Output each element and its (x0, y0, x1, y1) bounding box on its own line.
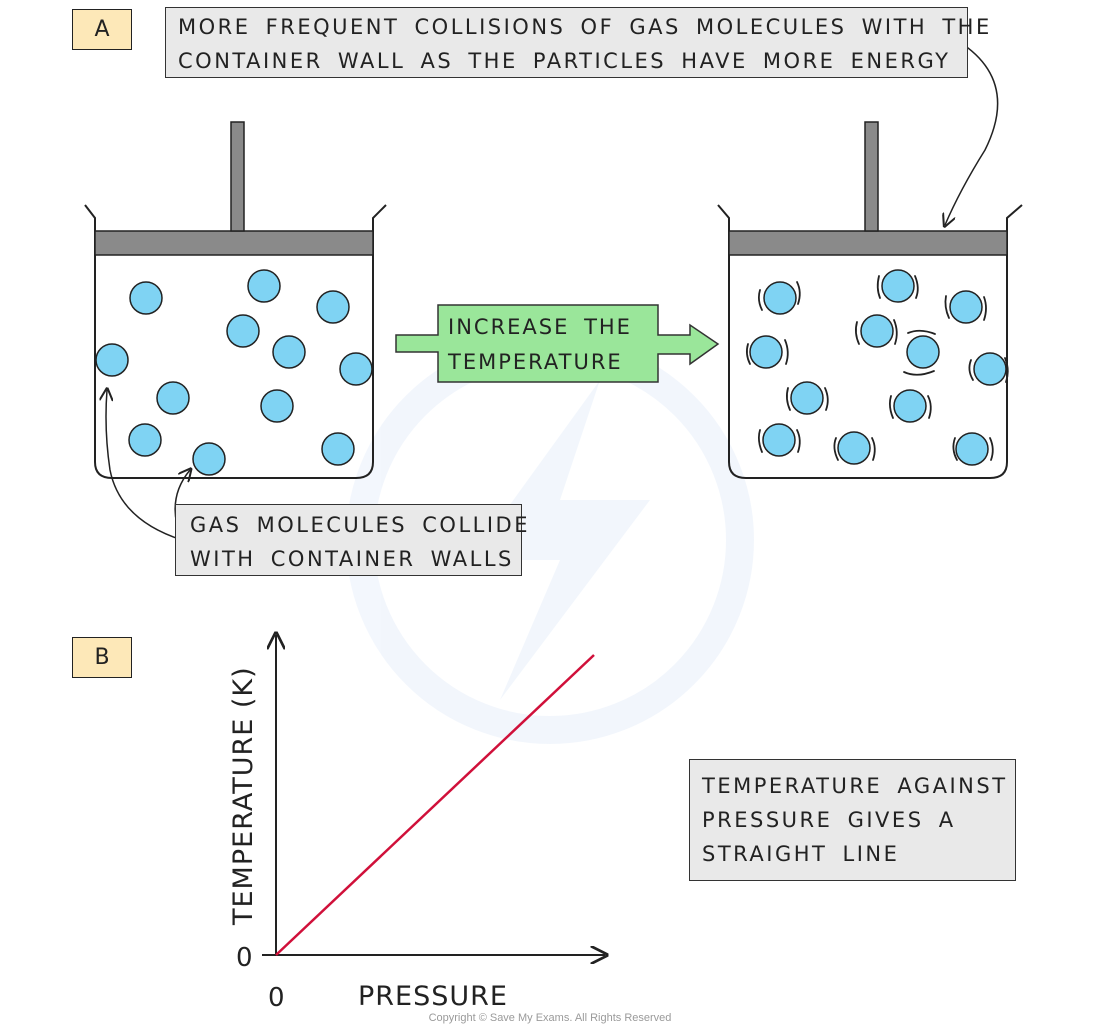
molecule (95, 343, 129, 377)
arrow-label: INCREASE THE TEMPERATURE (448, 310, 632, 380)
molecule (949, 290, 983, 324)
right-molecules (749, 269, 1007, 466)
molecule (192, 442, 226, 476)
graph-note-line3: STRAIGHT LINE (702, 842, 900, 866)
data-line (275, 654, 595, 956)
collide-callout: GAS MOLECULES COLLIDE WITH CONTAINER WAL… (175, 504, 530, 576)
molecule (893, 389, 927, 423)
graph-note: TEMPERATURE AGAINST PRESSURE GIVES A STR… (689, 759, 1016, 881)
molecule (128, 423, 162, 457)
section-tag-b-text: B (94, 645, 110, 670)
molecule (955, 432, 989, 466)
left-container (84, 121, 387, 479)
molecule (156, 381, 190, 415)
section-tag-a-text: A (94, 17, 110, 42)
molecule (321, 432, 355, 466)
molecule (129, 281, 163, 315)
x-origin-label: 0 (268, 983, 285, 1013)
molecule (316, 290, 350, 324)
increase-temperature-arrow (395, 304, 720, 383)
copyright-text: Copyright © Save My Exams. All Rights Re… (428, 1012, 672, 1024)
collide-callout-line1: GAS MOLECULES COLLIDE (190, 513, 530, 537)
left-molecules (95, 269, 373, 476)
right-piston-plate (728, 230, 1008, 256)
molecule (906, 335, 940, 369)
section-tag-a: A (72, 9, 132, 50)
y-origin-label: 0 (236, 943, 253, 973)
molecule (226, 314, 260, 348)
top-callout-line1: MORE FREQUENT COLLISIONS OF GAS MOLECULE… (178, 15, 992, 39)
molecule (749, 335, 783, 369)
motion-marks (745, 275, 1009, 461)
y-axis-label: TEMPERATURE (K) (228, 666, 259, 926)
top-callout-line2: CONTAINER WALL AS THE PARTICLES HAVE MOR… (178, 49, 951, 73)
collide-callout-line2: WITH CONTAINER WALLS (190, 547, 514, 571)
top-callout: MORE FREQUENT COLLISIONS OF GAS MOLECULE… (165, 7, 992, 78)
molecule (339, 352, 373, 386)
arrow-label-line1: INCREASE THE (448, 315, 632, 339)
right-piston-rod (864, 121, 879, 232)
molecule (973, 352, 1007, 386)
molecule (881, 269, 915, 303)
graph-note-line2: PRESSURE GIVES A (702, 808, 956, 832)
molecule (260, 389, 294, 423)
molecule (860, 314, 894, 348)
section-tag-b: B (72, 637, 132, 678)
molecule (272, 335, 306, 369)
arrow-label-line2: TEMPERATURE (448, 350, 623, 374)
x-axis-label: PRESSURE (358, 981, 508, 1012)
molecule (762, 423, 796, 457)
molecule (763, 281, 797, 315)
graph: PRESSURE TEMPERATURE (K) 0 0 (228, 635, 605, 1013)
left-piston-rod (230, 121, 245, 232)
right-container (717, 121, 1023, 479)
graph-note-line1: TEMPERATURE AGAINST (702, 774, 1008, 798)
left-piston-plate (94, 230, 374, 256)
molecule (247, 269, 281, 303)
molecule (837, 431, 871, 465)
molecule (790, 381, 824, 415)
